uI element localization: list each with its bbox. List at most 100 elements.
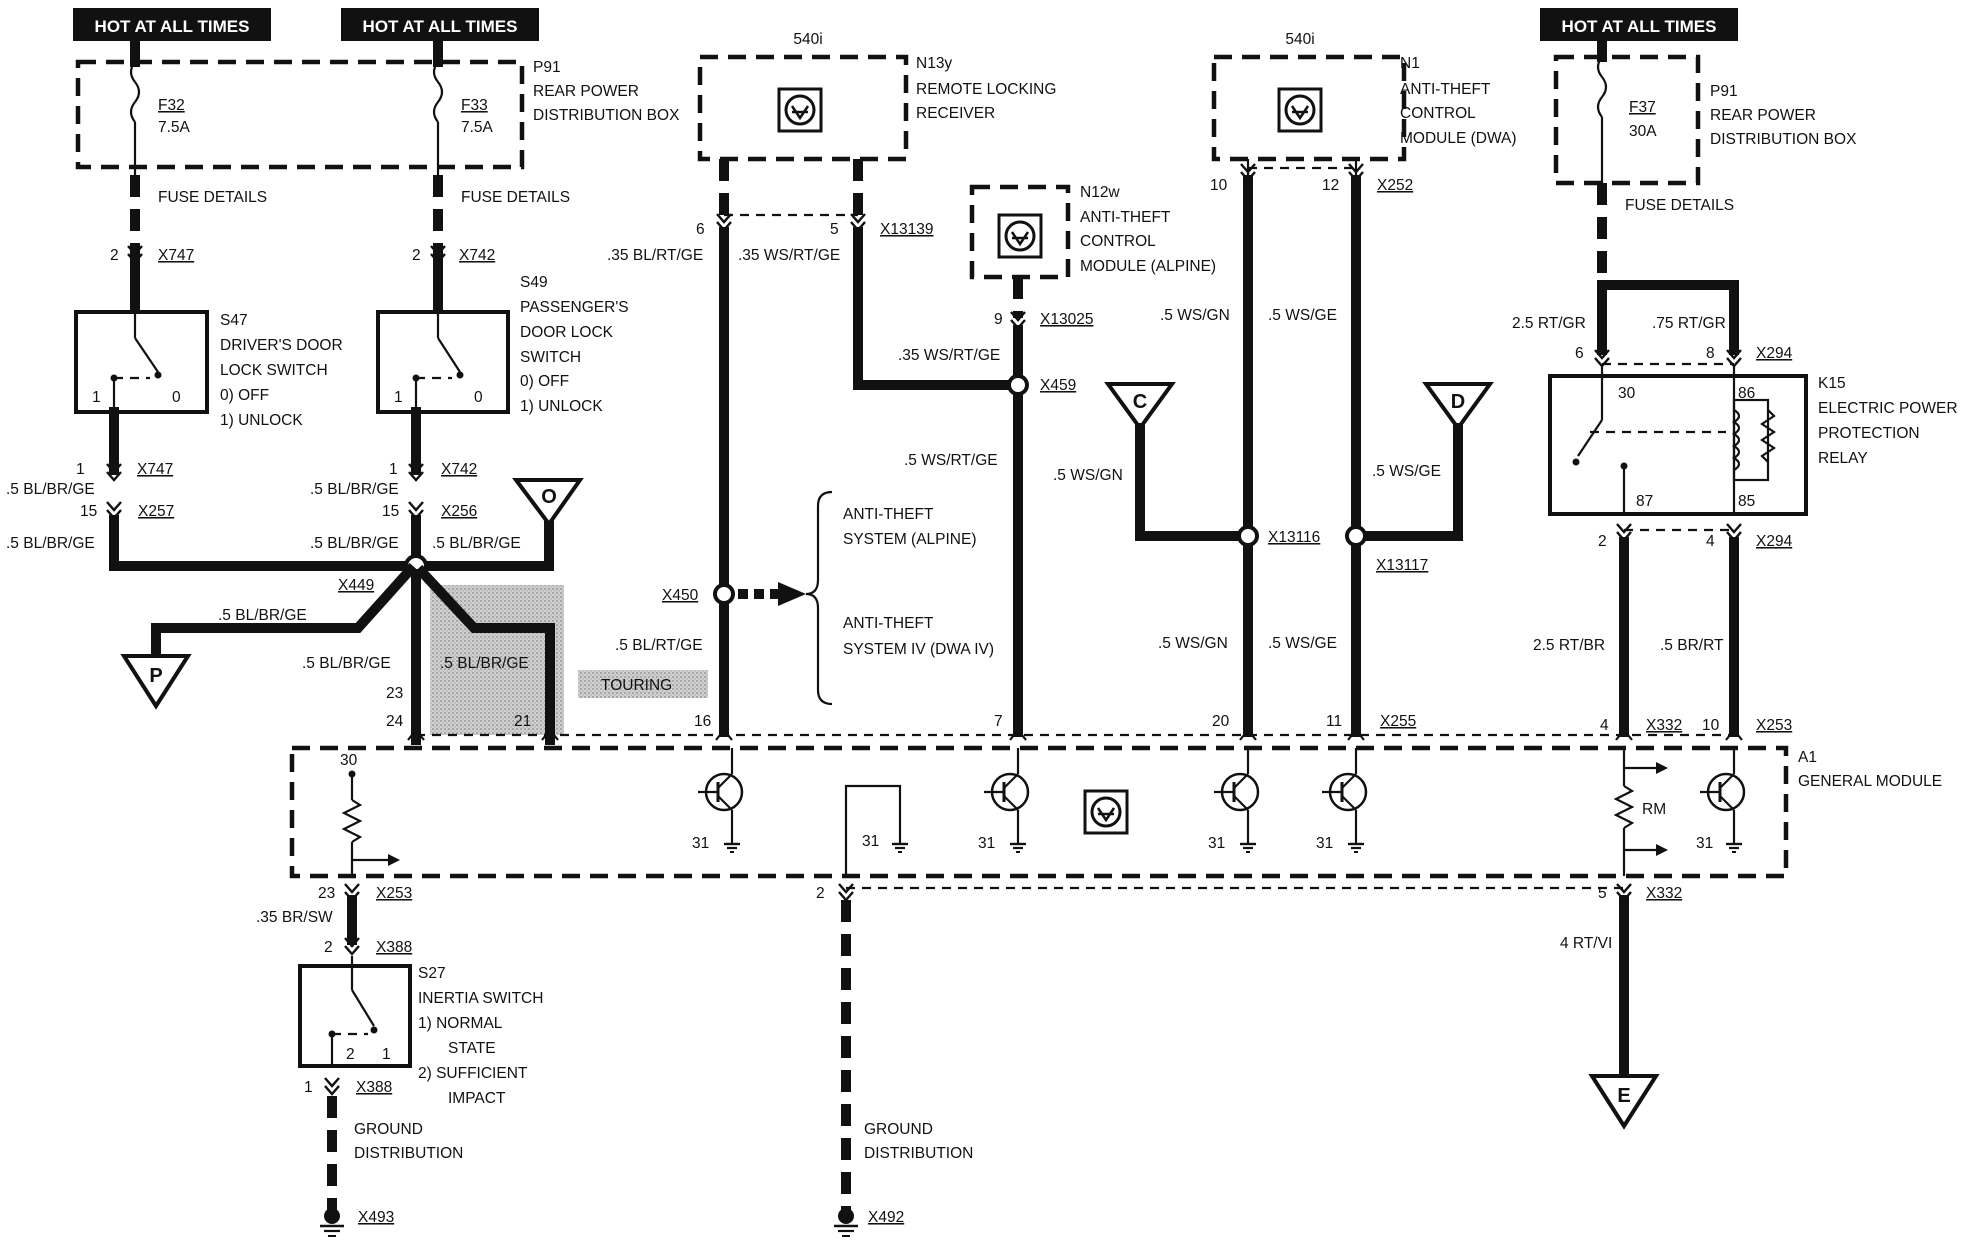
- connector-x388-b: X388: [356, 1079, 392, 1096]
- n13y-line2: RECEIVER: [916, 105, 995, 122]
- k15-pin86: 86: [1738, 385, 1755, 402]
- k15-pin30: 30: [1618, 385, 1636, 402]
- wire-label: .5 BL/RT/GE: [615, 637, 703, 654]
- hot-banner-right: HOT AT ALL TIMES: [1540, 8, 1738, 41]
- wire-label: .5 WS/GE: [1268, 307, 1337, 324]
- connector-x449: X449: [338, 577, 374, 594]
- connector-x332-b: X332: [1646, 885, 1682, 902]
- s27-code: S27: [418, 965, 446, 982]
- s27-pos1b: STATE: [448, 1040, 496, 1057]
- pin-label: 8: [1706, 345, 1715, 362]
- connector-x252: X252: [1377, 177, 1413, 194]
- wire-label: .5 WS/GE: [1268, 635, 1337, 652]
- wire-label: .35 WS/RT/GE: [898, 347, 1000, 364]
- k15-pin87: 87: [1636, 493, 1653, 510]
- module-n12w: [969, 184, 1071, 280]
- pin-label: 9: [994, 311, 1003, 328]
- wire-label: .5 BL/BR/GE: [432, 535, 521, 552]
- fuse-box-right-code: P91: [1710, 83, 1738, 100]
- fuse-box-right-line1: REAR POWER: [1710, 107, 1816, 124]
- connector-x253-b: X253: [376, 885, 412, 902]
- s49-line2: DOOR LOCK: [520, 324, 614, 341]
- wire-label: .35 BL/RT/GE: [607, 247, 703, 264]
- fuse-box-left: F32 7.5A F33 7.5A P91 REAR POWER DISTRIB…: [75, 59, 680, 170]
- ground-x493: X493: [358, 1209, 394, 1226]
- pin-label: 10: [1702, 717, 1720, 734]
- wire-label: .5 BL/BR/GE: [310, 535, 399, 552]
- connector-x747: X747: [158, 247, 194, 264]
- a1-rm: RM: [1642, 801, 1666, 818]
- pin-label: 1: [389, 461, 398, 478]
- ground-pin: 31: [1696, 835, 1713, 852]
- offpage-p: P: [120, 654, 192, 710]
- pin-label: 21: [514, 713, 531, 730]
- pin-label: 0: [474, 389, 483, 406]
- s47-line2: LOCK SWITCH: [220, 362, 328, 379]
- fuse-box-line1: REAR POWER: [533, 83, 639, 100]
- svg-text:P: P: [149, 665, 162, 687]
- wire-label: .5 WS/GN: [1053, 467, 1123, 484]
- ground-pin: 31: [862, 833, 879, 850]
- n1-line3: MODULE (DWA): [1400, 130, 1517, 147]
- touring-label: TOURING: [601, 677, 672, 694]
- ground-left-1: GROUND: [354, 1121, 423, 1138]
- relay-k15: 30 86 87 85: [1548, 366, 1808, 516]
- pin-label: 4: [1600, 717, 1609, 734]
- a1-pin30: 30: [340, 752, 358, 769]
- wire-label: .5 BL/BR/GE: [218, 607, 307, 624]
- s27-pos1a: 1) NORMAL: [418, 1015, 503, 1032]
- s49-line1: PASSENGER'S: [520, 299, 629, 316]
- pin-label: 5: [1598, 885, 1607, 902]
- pin-label: 1: [76, 461, 85, 478]
- wire-label: 2.5 RT/GR: [1512, 315, 1586, 332]
- hot-label: HOT AT ALL TIMES: [1562, 17, 1717, 36]
- pin-label: 2: [816, 885, 825, 902]
- wire-label: .75 RT/GR: [1652, 315, 1726, 332]
- connector-x13117: X13117: [1376, 557, 1428, 574]
- pin-label: 11: [1326, 713, 1342, 730]
- wire-label: .5 BL/BR/GE: [302, 655, 391, 672]
- k15-code: K15: [1818, 375, 1846, 392]
- connector-x253: X253: [1756, 717, 1792, 734]
- hot-label: HOT AT ALL TIMES: [363, 17, 518, 36]
- anti-theft-dwa-1: ANTI-THEFT: [843, 615, 934, 632]
- pin-label: 23: [386, 685, 403, 702]
- connector-x450: X450: [662, 587, 699, 604]
- pin-label: 2: [110, 247, 119, 264]
- switch-s49: 1 0 S49 PASSENGER'S DOOR LOCK SWITCH 0) …: [376, 274, 629, 415]
- connector-x257: X257: [138, 503, 174, 520]
- n1-line2: CONTROL: [1400, 105, 1476, 122]
- connector-x459: X459: [1040, 377, 1076, 394]
- s27-pin2: 2: [346, 1046, 355, 1063]
- wire-label: .35 BR/SW: [256, 909, 333, 926]
- fuse-f32-rating: 7.5A: [158, 119, 191, 136]
- k15-pin85: 85: [1738, 493, 1755, 510]
- n1-line1: ANTI-THEFT: [1400, 81, 1491, 98]
- pin-label: 12: [1322, 177, 1339, 194]
- offpage-o: O: [512, 478, 584, 528]
- pin-label: 2: [412, 247, 421, 264]
- offpage-e: E: [1588, 1074, 1660, 1130]
- n1-code: N1: [1400, 55, 1420, 72]
- s27-pin1: 1: [382, 1046, 391, 1063]
- wire-label: .5 WS/GN: [1160, 307, 1230, 324]
- fuse-box-right-line2: DISTRIBUTION BOX: [1710, 131, 1857, 148]
- fuse-f33-name: F33: [461, 97, 488, 114]
- fuse-f32-name: F32: [158, 97, 185, 114]
- k15-line3: RELAY: [1818, 450, 1868, 467]
- pin-label: 6: [696, 221, 705, 238]
- pin-label: 5: [830, 221, 839, 238]
- n13y-line1: REMOTE LOCKING: [916, 81, 1056, 98]
- ground-pin: 31: [1208, 835, 1225, 852]
- n13y-code: N13y: [916, 55, 952, 72]
- svg-text:E: E: [1617, 1085, 1630, 1107]
- wire-label: .5 WS/RT/GE: [904, 452, 998, 469]
- connector-x13116: X13116: [1268, 529, 1320, 546]
- s49-line3: SWITCH: [520, 349, 581, 366]
- pin-label: 20: [1212, 713, 1230, 730]
- svg-text:C: C: [1133, 391, 1147, 413]
- s27-pos2a: 2) SUFFICIENT: [418, 1065, 528, 1082]
- ground-mid-1: GROUND: [864, 1121, 933, 1138]
- s49-pos1: 1) UNLOCK: [520, 398, 603, 415]
